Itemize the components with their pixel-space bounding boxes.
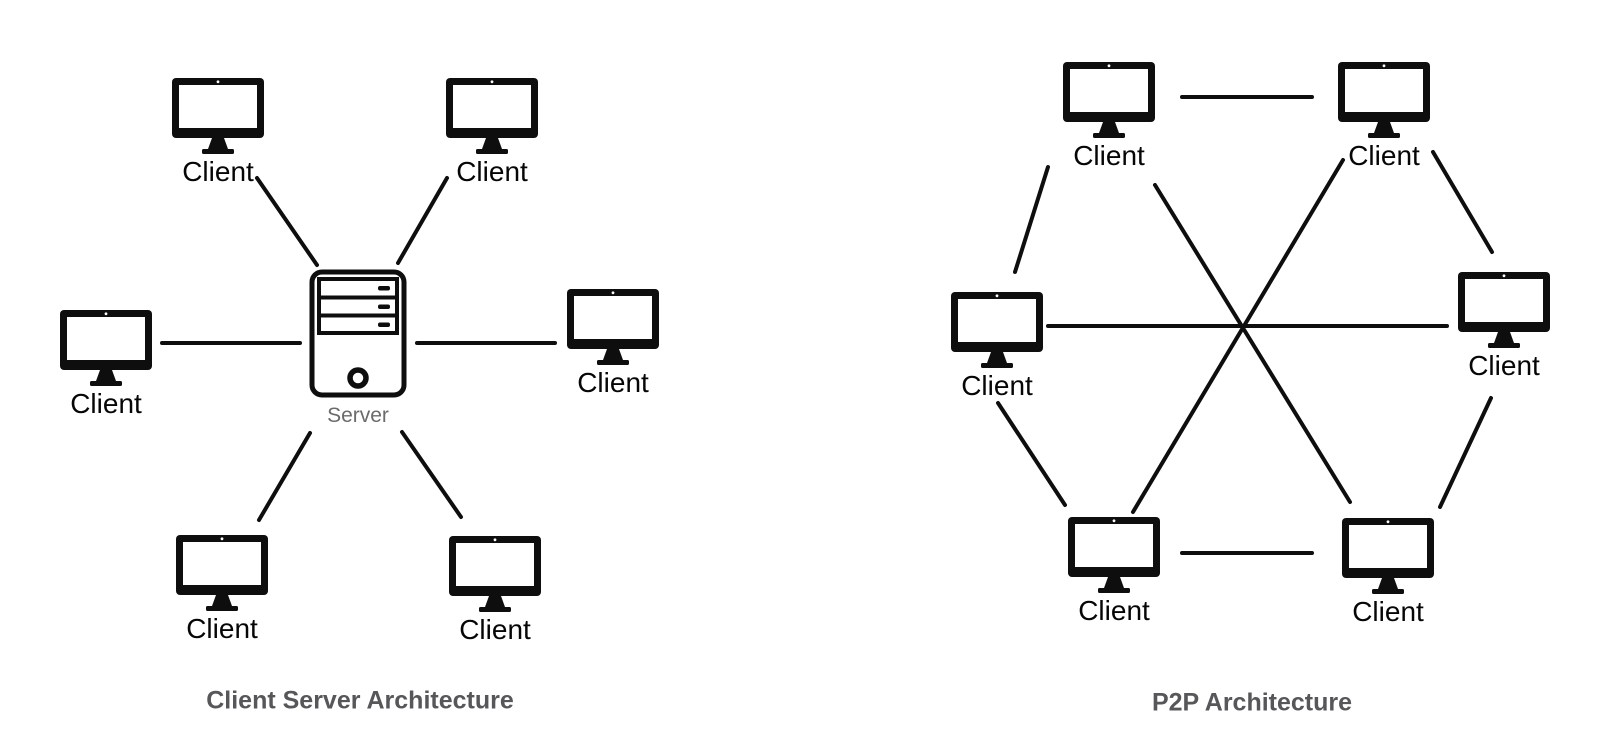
p2p-client-right: Client — [1458, 272, 1550, 381]
p2p-client-top-right: Client — [1338, 62, 1430, 171]
cs-client-bottom-left: Client — [176, 535, 268, 644]
p2p-client-top-right-label: Client — [1348, 140, 1420, 171]
client-server-edge-top-right-client-to-server — [396, 176, 449, 265]
p2p-client-right-label: Client — [1468, 350, 1540, 381]
computer-monitor-icon — [1342, 518, 1434, 594]
p2p-client-bottom-left: Client — [1068, 517, 1160, 626]
cs-client-top-right-label: Client — [456, 156, 528, 187]
computer-monitor-icon — [60, 310, 152, 386]
p2p-edge-right-to-bottom-right — [1438, 396, 1493, 509]
cs-client-right-label: Client — [577, 367, 649, 398]
cs-client-bottom-right-label: Client — [459, 614, 531, 645]
p2p-edge-left-to-bottom-left — [996, 401, 1067, 507]
p2p-client-bottom-right: Client — [1342, 518, 1434, 627]
computer-monitor-icon — [1338, 62, 1430, 138]
cs-client-top-right: Client — [446, 78, 538, 187]
cs-server-label: Server — [327, 404, 389, 427]
cs-server: Server — [309, 269, 407, 427]
cs-client-left: Client — [60, 310, 152, 419]
cs-client-right: Client — [567, 289, 659, 398]
computer-monitor-icon — [1458, 272, 1550, 348]
computer-monitor-icon — [1068, 517, 1160, 593]
p2p-client-bottom-left-label: Client — [1078, 595, 1150, 626]
computer-monitor-icon — [176, 535, 268, 611]
client-server-edge-server-to-bottom-left-client — [257, 431, 312, 522]
server-tower-icon — [309, 269, 407, 398]
computer-monitor-icon — [172, 78, 264, 154]
computer-monitor-icon — [449, 536, 541, 612]
p2p-client-top-left-label: Client — [1073, 140, 1145, 171]
client-server-edge-top-left-client-to-server — [255, 176, 319, 267]
computer-monitor-icon — [951, 292, 1043, 368]
p2p-client-left-label: Client — [961, 370, 1033, 401]
p2p-edge-top-left-to-left — [1013, 165, 1050, 274]
cs-client-top-left: Client — [172, 78, 264, 187]
cs-client-top-left-label: Client — [182, 156, 254, 187]
computer-monitor-icon — [446, 78, 538, 154]
computer-monitor-icon — [1063, 62, 1155, 138]
p2p-client-top-left: Client — [1063, 62, 1155, 171]
cs-client-left-label: Client — [70, 388, 142, 419]
p2p-edge-top-left-to-bottom-right-diagonal — [1153, 183, 1352, 504]
p2p-edge-top-right-to-bottom-left-diagonal — [1131, 158, 1345, 514]
p2p-edge-top-right-to-right — [1431, 150, 1494, 254]
cs-client-bottom-left-label: Client — [186, 613, 258, 644]
p2p-client-bottom-right-label: Client — [1352, 596, 1424, 627]
computer-monitor-icon — [567, 289, 659, 365]
p2p-client-left: Client — [951, 292, 1043, 401]
client-server-edge-server-to-bottom-right-client — [400, 430, 463, 519]
cs-client-bottom-right: Client — [449, 536, 541, 645]
caption-client-server-architecture: Client Server Architecture — [206, 686, 514, 715]
caption-p2p-architecture: P2P Architecture — [1151, 688, 1353, 717]
